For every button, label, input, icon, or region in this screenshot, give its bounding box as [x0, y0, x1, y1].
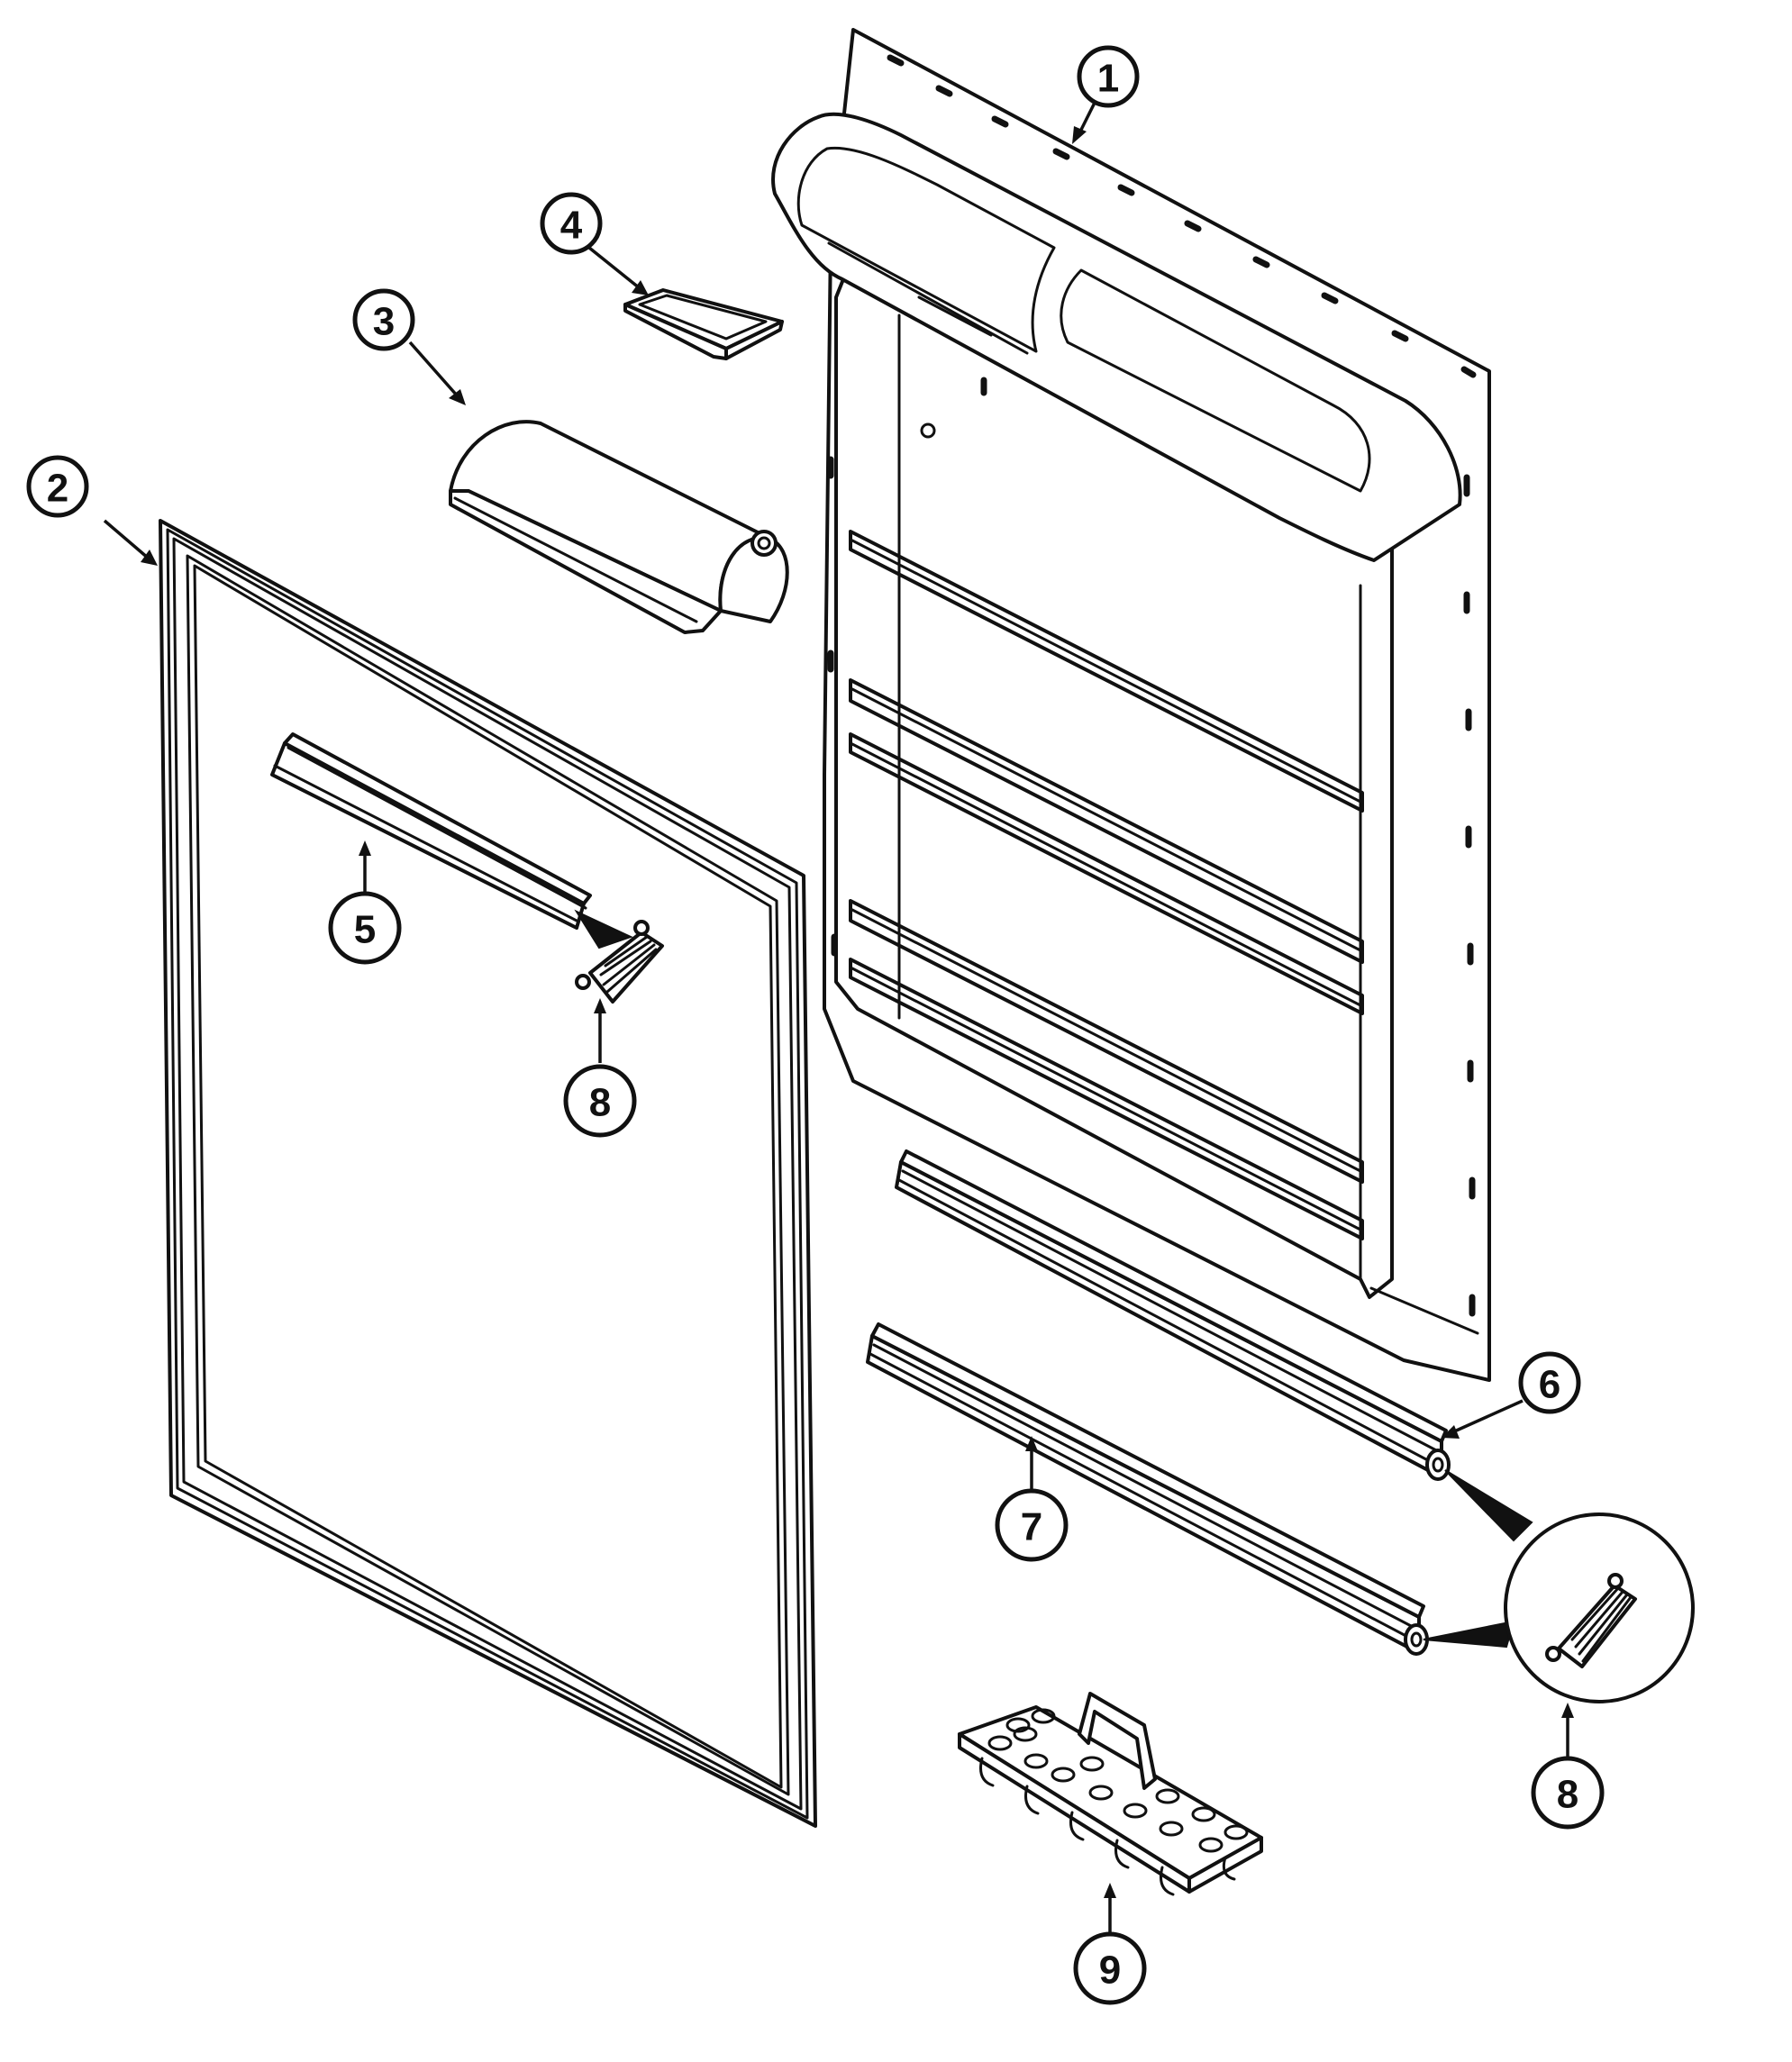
egg-tray — [958, 1692, 1263, 1896]
callout-1: 1 — [1077, 45, 1140, 108]
callout-7-label: 7 — [1021, 1505, 1042, 1549]
small-tray — [623, 288, 784, 360]
callout-5-label: 5 — [354, 908, 376, 952]
dairy-door-bin — [449, 420, 789, 634]
callout-3-label: 3 — [373, 300, 395, 344]
callout-9: 9 — [1073, 1931, 1147, 2005]
callout-7: 7 — [995, 1488, 1069, 1562]
bar-end-cap-detail — [1423, 1469, 1695, 1703]
callout-9-label: 9 — [1099, 1948, 1121, 1993]
door-liner — [771, 28, 1491, 1382]
callout-6-label: 6 — [1539, 1363, 1560, 1407]
callout-4-label: 4 — [560, 204, 583, 248]
bar-end-cap — [574, 909, 664, 1004]
leader-lines — [103, 98, 1574, 1932]
lower-shelf-bar — [866, 1322, 1429, 1656]
callout-2-label: 2 — [47, 467, 68, 511]
callout-2: 2 — [26, 455, 89, 518]
callout-4: 4 — [540, 192, 603, 255]
door-gasket — [159, 519, 817, 1828]
callout-8b: 8 — [1531, 1756, 1605, 1830]
upper-shelf-bar — [270, 732, 592, 930]
callout-8b-label: 8 — [1557, 1773, 1578, 1817]
callout-6: 6 — [1518, 1351, 1581, 1414]
callout-8a-label: 8 — [589, 1081, 611, 1125]
callout-1-label: 1 — [1097, 57, 1119, 101]
flange-slots — [827, 54, 1477, 1317]
callout-3: 3 — [352, 288, 415, 351]
door-shelf-bar — [895, 1149, 1451, 1481]
callout-5: 5 — [328, 891, 402, 965]
callout-8a: 8 — [563, 1064, 637, 1138]
